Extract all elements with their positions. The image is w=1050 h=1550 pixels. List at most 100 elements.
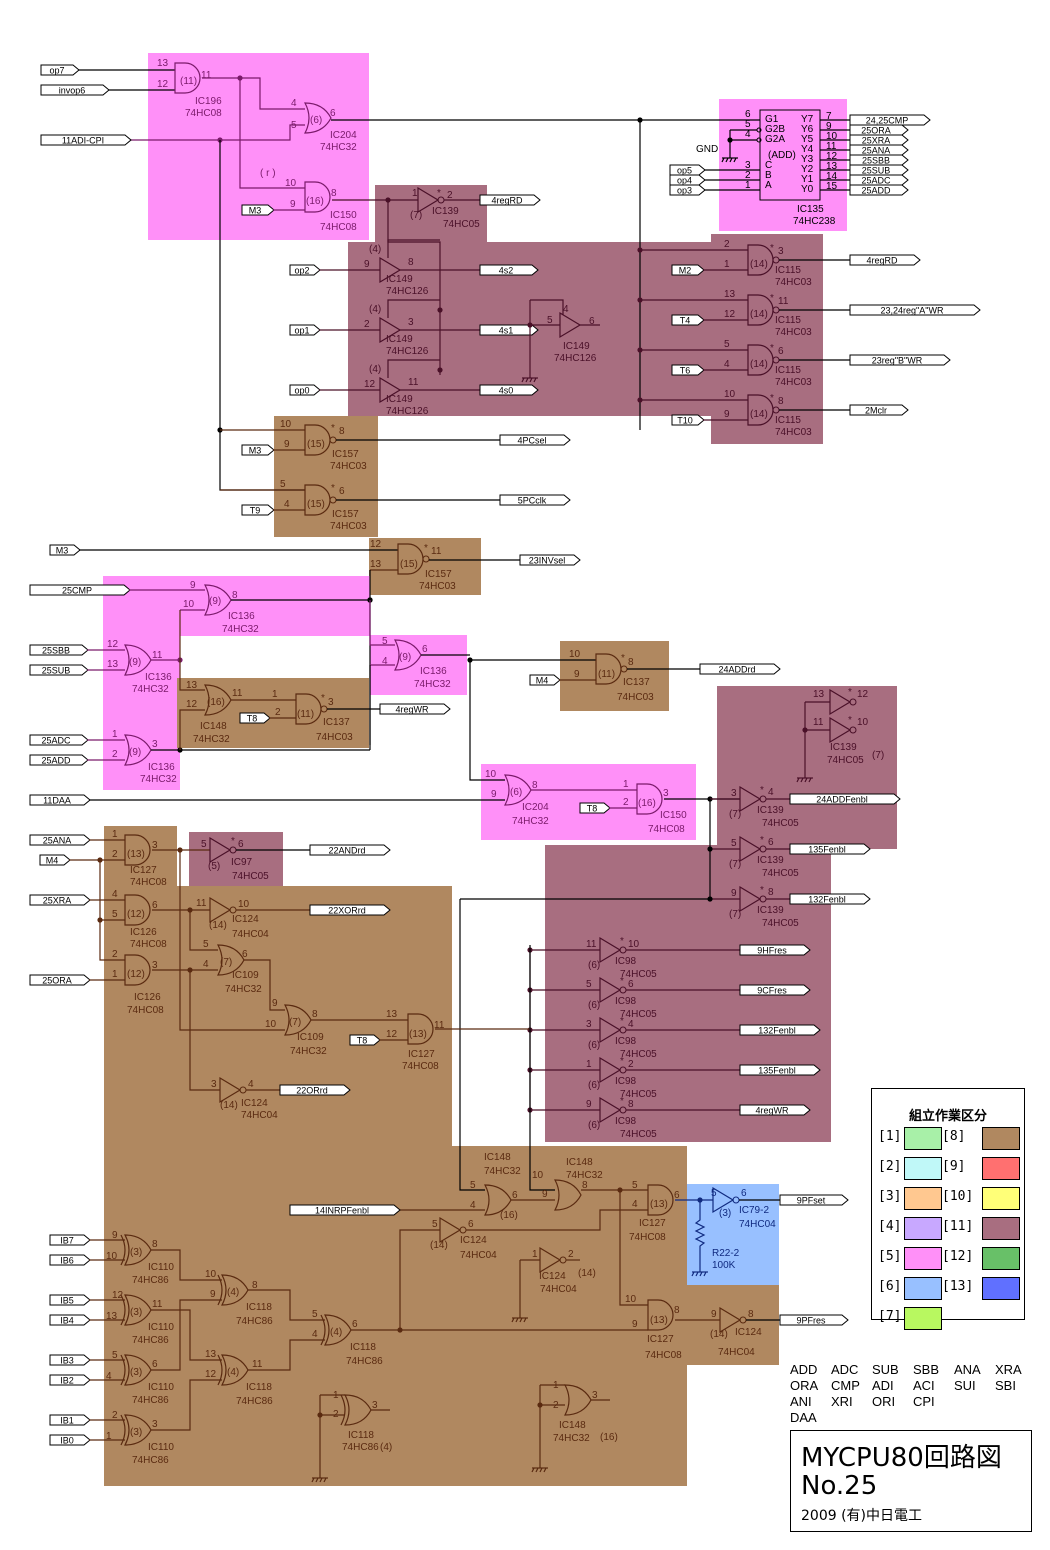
signal-25ADD-label: 25ADD <box>861 186 891 196</box>
xor-gate-ic110-0 <box>124 1234 152 1266</box>
label: R22-2 <box>712 1248 740 1259</box>
label: (14) <box>209 920 227 931</box>
signal-23regBWR-label: 23reg"B"WR <box>872 356 923 366</box>
signal-9PFres-connector <box>779 1314 849 1326</box>
label: 9 <box>574 669 580 680</box>
signal-op5-label: op5 <box>677 166 692 176</box>
label: 13 <box>826 161 838 172</box>
ground-hatch <box>796 777 800 783</box>
label: IC149 <box>386 274 413 285</box>
label: 6 <box>745 109 751 120</box>
bubble <box>756 127 762 133</box>
label: 74HC08 <box>320 222 357 233</box>
label: 74HC03 <box>775 277 812 288</box>
signal-op5-connector <box>669 164 706 176</box>
signal-m3-a-label: M3 <box>249 206 262 216</box>
label: (6) <box>588 960 600 971</box>
signal-4s1-connector <box>479 324 539 336</box>
label: 5 <box>470 1180 476 1191</box>
label: 13 <box>106 1311 118 1322</box>
or-gate-ic109-b <box>284 1004 312 1036</box>
label: 12 <box>157 79 169 90</box>
label: IC110 <box>148 1322 174 1333</box>
ground-hatch <box>725 157 729 163</box>
label: * <box>331 483 335 494</box>
label: 3 <box>328 697 334 708</box>
label: 9 <box>284 439 290 450</box>
label: IC127 <box>639 1218 666 1229</box>
label: 74HC03 <box>419 581 456 592</box>
ground-hatch <box>543 1467 547 1473</box>
junction-dot <box>97 917 103 923</box>
label: IC139 <box>432 206 459 217</box>
or-gate-ic148-c <box>554 1179 582 1211</box>
signal-ib7-connector <box>49 1234 91 1246</box>
ground-hatch <box>729 157 733 163</box>
label: 74HC05 <box>620 1049 657 1060</box>
label: 4 <box>628 1019 634 1030</box>
label: 12 <box>826 151 838 162</box>
label: Y2 <box>801 164 814 175</box>
label: (9) <box>129 657 141 668</box>
instruction-mnemonic: ANA <box>954 1362 981 1377</box>
label: (3) <box>130 1427 142 1438</box>
label: (16) <box>600 1432 618 1443</box>
zone-11-a <box>375 185 487 242</box>
label: (14) <box>220 1100 238 1111</box>
wire <box>151 1299 222 1371</box>
label: A <box>765 180 772 191</box>
inverter-ic98-3 <box>599 1056 622 1084</box>
legend-swatch-12 <box>982 1247 1020 1270</box>
legend-swatch-11 <box>982 1217 1020 1240</box>
label: (7) <box>872 750 884 761</box>
label: 10 <box>265 1019 277 1030</box>
ground-hatch <box>535 1467 539 1473</box>
label: (14) <box>750 309 768 320</box>
label: IC204 <box>330 130 357 141</box>
label: 5 <box>203 939 209 950</box>
instruction-mnemonic: SUI <box>954 1378 976 1393</box>
assembly-legend: 組立作業区分 [1][2][3][4][5][6][7][8][9][10][1… <box>871 1088 1025 1330</box>
label: 10 <box>532 1170 544 1181</box>
label: 13 <box>107 659 119 670</box>
label: 13 <box>186 680 198 691</box>
label: 8 <box>778 396 784 407</box>
label: IC98 <box>615 1036 637 1047</box>
signal-25ADC-in-label: 25ADC <box>41 736 71 746</box>
label: 6 <box>238 839 244 850</box>
label: IC157 <box>332 509 359 520</box>
label: 15 <box>826 181 838 192</box>
label: (9) <box>399 652 411 663</box>
and-gate-ic127-c <box>647 1184 674 1216</box>
label: 4 <box>203 959 209 970</box>
label: 6 <box>152 900 158 911</box>
label: 74HC32 <box>484 1166 521 1177</box>
inverter-ic139-1 <box>739 835 762 863</box>
label: 5 <box>745 119 751 130</box>
label: IC136 <box>148 762 175 773</box>
xor-gate-ic110-2 <box>124 1354 152 1386</box>
label: 74HC04 <box>739 1219 776 1230</box>
label: IC124 <box>460 1235 487 1246</box>
label: (12) <box>127 909 145 920</box>
signal-2Mclr-label: 2Mclr <box>865 406 887 416</box>
label: 12 <box>364 379 376 390</box>
instruction-mnemonic: DAA <box>790 1410 817 1425</box>
signal-t8-c-label: T8 <box>357 1036 368 1046</box>
label: 10 <box>205 1269 217 1280</box>
ground-hatch <box>521 377 525 383</box>
label: 6 <box>674 1190 680 1201</box>
label: (7) <box>729 909 741 920</box>
label: 74HC05 <box>620 969 657 980</box>
wire <box>189 970 220 1091</box>
junction-dot <box>637 347 643 353</box>
label: 1 <box>106 1431 112 1442</box>
and-gate-ic196 <box>174 62 201 94</box>
label: 6 <box>468 1219 474 1230</box>
label: 74HC86 <box>132 1455 169 1466</box>
label: * <box>770 243 774 254</box>
label: 3 <box>663 788 669 799</box>
label: IC127 <box>130 865 157 876</box>
